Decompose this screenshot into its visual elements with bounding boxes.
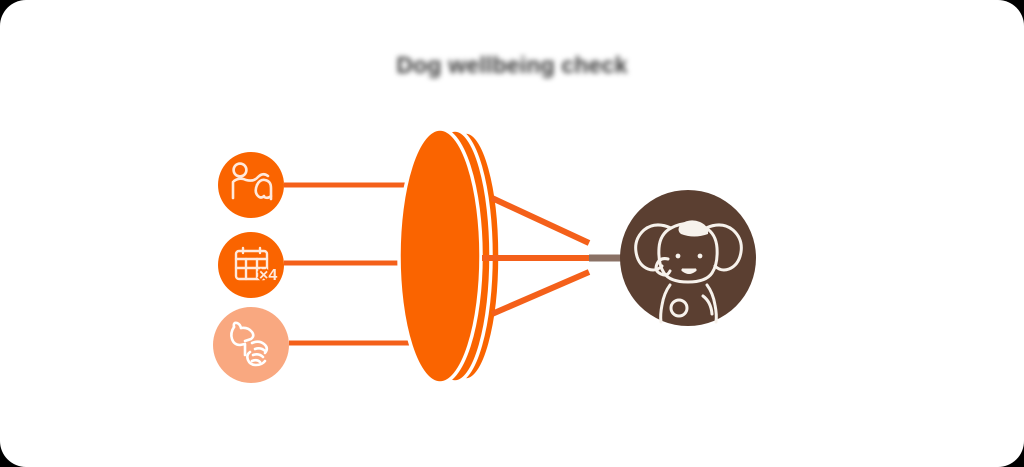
input-circle-1-bg — [218, 152, 284, 218]
page-title: Dog wellbeing check — [396, 52, 628, 78]
calendar-badge-label: ×4 — [259, 267, 277, 284]
calendar-times-four-icon — [234, 246, 269, 281]
output-circle-dog[interactable] — [620, 190, 756, 326]
person-with-dog-icon — [231, 162, 273, 201]
input-circle-calendar[interactable]: ×4 — [218, 232, 284, 298]
outgoing-connectors — [482, 195, 626, 317]
connector-focus-bottom — [490, 269, 591, 317]
dog-paw-greeting-icon — [230, 321, 269, 367]
input-circle-dog-greeting[interactable] — [213, 307, 289, 383]
dog-portrait-icon — [634, 220, 743, 324]
input-circle-3-bg — [213, 307, 289, 383]
input-circle-person-with-dog[interactable] — [218, 152, 284, 218]
lens-layer-front — [397, 127, 483, 385]
connector-focus-top — [490, 195, 591, 246]
input-circle-2-bg — [218, 232, 284, 298]
